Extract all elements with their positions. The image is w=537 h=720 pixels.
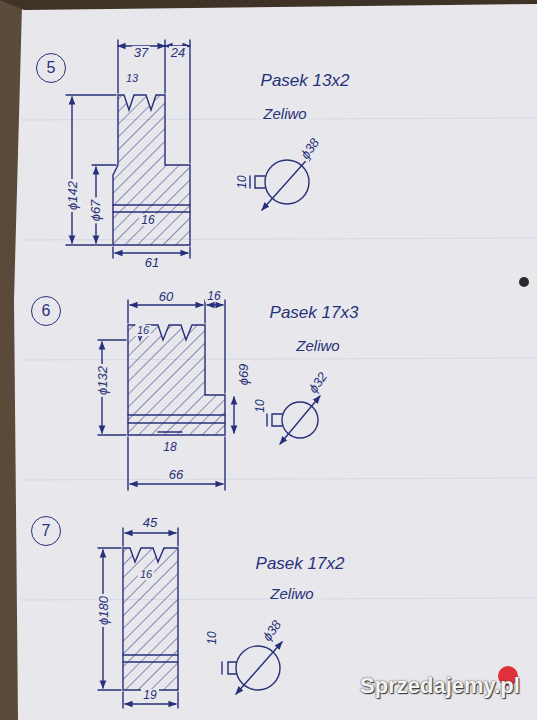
dimension: 10 (254, 397, 266, 414)
dimension: ϕ142 (65, 179, 78, 212)
dimension: ϕ67 (89, 197, 102, 223)
dimension: ϕ180 (96, 594, 109, 627)
note: Zeliwo (261, 106, 308, 121)
dimension: 16 (205, 290, 222, 302)
dimension: 60 (157, 290, 175, 303)
dimension: 16 (135, 325, 151, 336)
dimension: 45 (141, 516, 159, 529)
dimension: 18 (161, 441, 178, 453)
note: Pasek 17x3 (268, 304, 361, 321)
dimension: 13 (124, 73, 140, 84)
circled-number: 5 (36, 53, 66, 83)
dimension: 19 (141, 689, 158, 701)
watermark: Sprzedajemy.pl (358, 675, 522, 697)
note: Pasek 13x2 (259, 72, 352, 89)
dimension: 37 (132, 46, 150, 59)
dimension: 16 (139, 214, 156, 226)
dimension: 24 (169, 46, 187, 59)
note: Zeliwo (268, 586, 315, 601)
dimension: 10 (206, 629, 218, 646)
dimension: 61 (143, 256, 161, 269)
section-number: 7 (42, 523, 51, 539)
dimension: ϕ132 (95, 364, 108, 397)
note: Zeliwo (294, 338, 341, 353)
dimension: 16 (138, 569, 154, 580)
section-number: 6 (42, 303, 51, 319)
dimension: 66 (167, 468, 185, 481)
dimension: ϕ69 (237, 361, 250, 387)
dimension: 10 (236, 173, 248, 190)
section-number: 5 (47, 60, 56, 76)
note: Pasek 17x2 (254, 555, 347, 572)
circled-number: 6 (31, 296, 61, 326)
circled-number: 7 (31, 516, 61, 546)
